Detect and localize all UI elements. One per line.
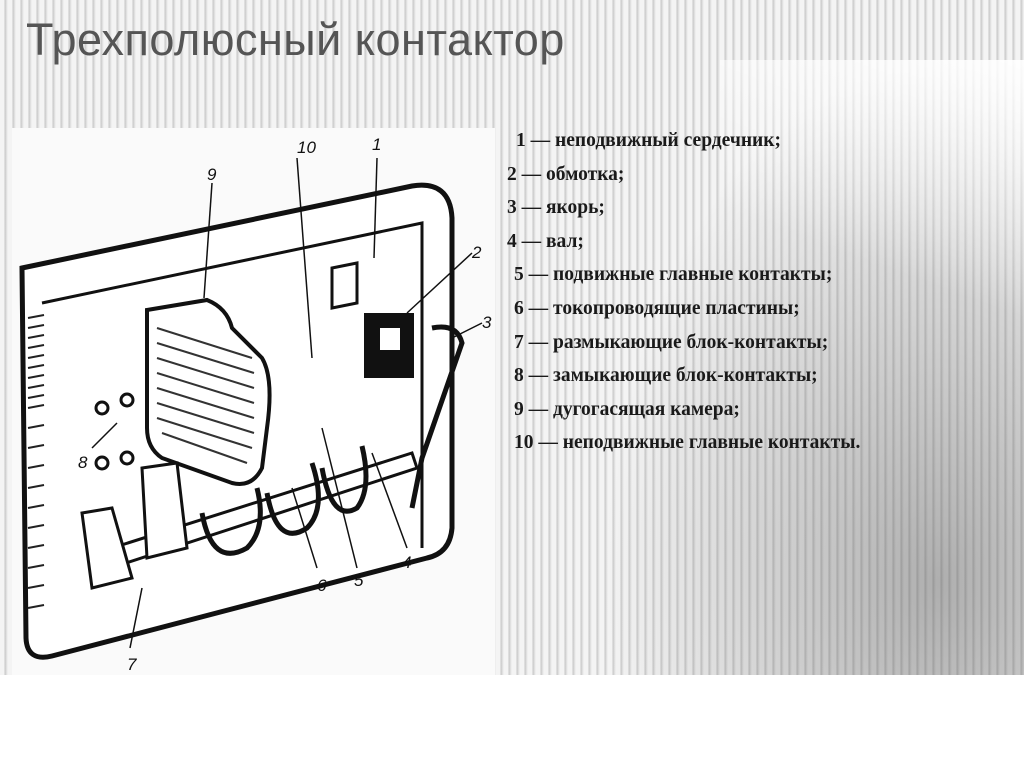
parts-legend: 1 — неподвижный сердечник; 2 — обмотка; … <box>503 124 860 460</box>
legend-item: 10 — неподвижные главные контакты. <box>514 432 861 454</box>
callout-9: 9 <box>207 165 217 184</box>
callout-7: 7 <box>127 655 137 674</box>
contactor-drawing: 1 2 3 4 5 6 7 8 9 10 <box>12 128 495 675</box>
callout-1: 1 <box>372 135 381 154</box>
callout-10: 10 <box>297 138 316 157</box>
callout-3: 3 <box>482 313 492 332</box>
legend-item: 6 — токопроводящие пластины; <box>514 297 800 319</box>
callout-2: 2 <box>471 243 482 262</box>
callout-4: 4 <box>402 553 411 572</box>
callout-5: 5 <box>354 571 364 590</box>
legend-item: 2 — обмотка; <box>507 163 625 185</box>
slide-title: Трехполюсный контактор <box>26 14 565 65</box>
legend-item: 8 — замыкающие блок-контакты; <box>514 365 818 387</box>
legend-item: 3 — якорь; <box>507 197 605 219</box>
legend-item: 9 — дугогасящая камера; <box>514 398 740 420</box>
legend-item: 4 — вал; <box>507 230 584 252</box>
background-highlight <box>720 60 1024 320</box>
legend-item: 1 — неподвижный сердечник; <box>516 130 782 151</box>
legend-item: 5 — подвижные главные контакты; <box>514 264 833 286</box>
callout-8: 8 <box>78 453 88 472</box>
callout-6: 6 <box>317 576 327 595</box>
legend-item: 7 — размыкающие блок-контакты; <box>514 331 829 353</box>
